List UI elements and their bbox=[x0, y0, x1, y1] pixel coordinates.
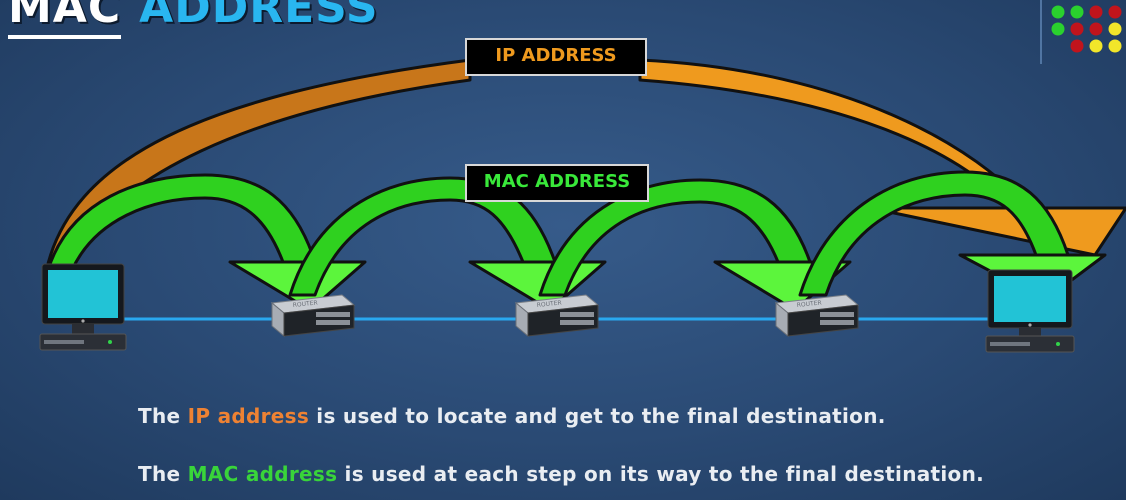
router-label-3: ROUTER bbox=[796, 299, 822, 309]
router-label-1: ROUTER bbox=[292, 299, 318, 309]
corner-dot bbox=[1089, 39, 1103, 53]
corner-dot bbox=[1070, 22, 1084, 36]
mac-address-label: MAC ADDRESS bbox=[465, 164, 649, 202]
caption-mac-highlight: MAC address bbox=[187, 462, 338, 486]
ip-address-label: IP ADDRESS bbox=[465, 38, 647, 76]
router-icon-3: ROUTER bbox=[774, 294, 860, 338]
corner-dot bbox=[1070, 39, 1084, 53]
title-word-mac: MAC bbox=[8, 0, 122, 39]
corner-dot bbox=[1108, 22, 1122, 36]
router-icon-2: ROUTER bbox=[514, 294, 600, 338]
caption-ip-pre: The bbox=[138, 404, 188, 428]
corner-dot bbox=[1089, 5, 1103, 19]
caption-mac-post: is used at each step on its way to the f… bbox=[337, 462, 985, 486]
corner-dots bbox=[1051, 5, 1122, 53]
router-icon-1: ROUTER bbox=[270, 294, 356, 338]
corner-dot bbox=[1070, 5, 1084, 19]
title-word-address: ADDRESS bbox=[139, 0, 379, 33]
corner-dot bbox=[1051, 5, 1065, 19]
corner-dot bbox=[1108, 39, 1122, 53]
computer-icon-source bbox=[39, 263, 127, 351]
caption-ip: The IP address is used to locate and get… bbox=[138, 404, 886, 428]
corner-dot bbox=[1089, 22, 1103, 36]
caption-mac-pre: The bbox=[138, 462, 188, 486]
corner-dot bbox=[1051, 22, 1065, 36]
router-label-2: ROUTER bbox=[536, 299, 562, 309]
caption-ip-highlight: IP address bbox=[187, 404, 310, 428]
corner-dot bbox=[1108, 5, 1122, 19]
page-title: MAC ADDRESS bbox=[8, 0, 379, 39]
computer-icon-destination bbox=[985, 269, 1075, 353]
caption-ip-post: is used to locate and get to the final d… bbox=[309, 404, 886, 428]
caption-mac: The MAC address is used at each step on … bbox=[138, 462, 984, 486]
